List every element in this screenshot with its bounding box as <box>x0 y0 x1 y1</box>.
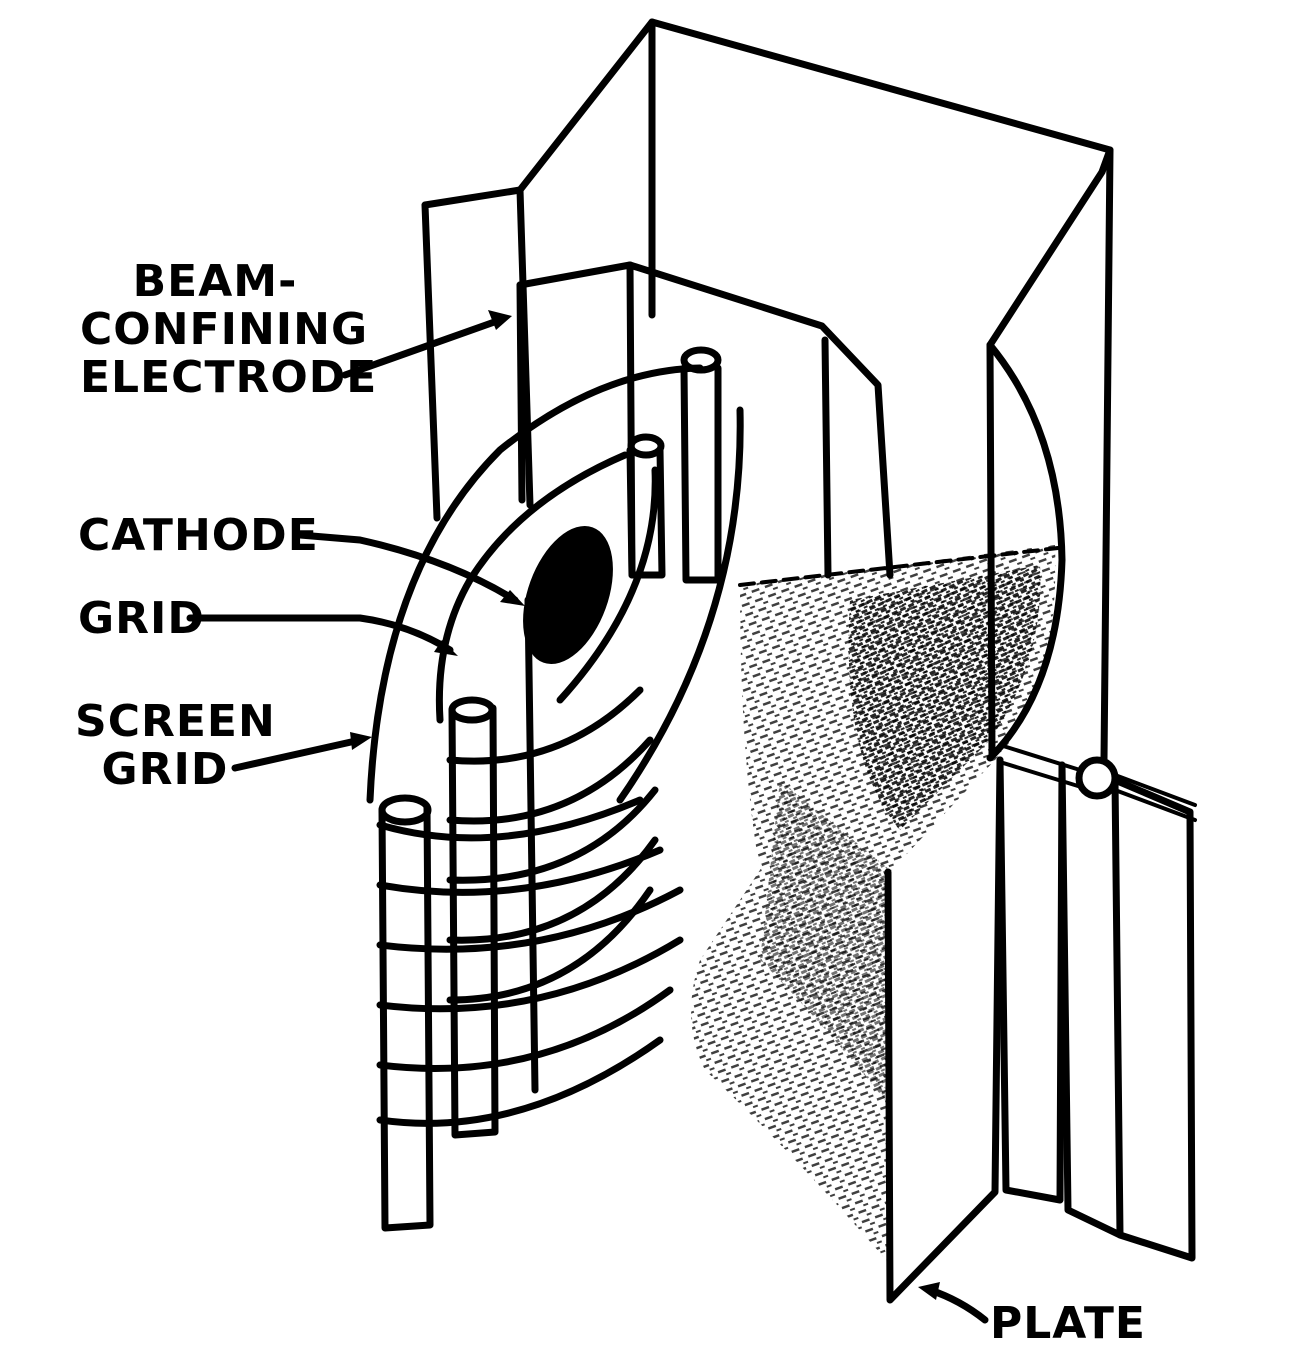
cathode <box>523 525 613 1094</box>
label-screen-line1: SCREEN <box>75 696 276 747</box>
control-grid <box>435 433 666 1139</box>
cathode-arrow <box>296 531 519 604</box>
label-screen-line2: GRID <box>101 744 229 795</box>
label-beam-confining-electrode: BEAM- CONFINING ELECTRODE <box>80 256 378 403</box>
label-cathode: CATHODE <box>78 510 319 561</box>
label-plate: PLATE <box>990 1298 1146 1349</box>
label-beam-line3: ELECTRODE <box>80 352 378 403</box>
beam-confining-electrode <box>421 18 1114 764</box>
leader-lines <box>186 310 989 1324</box>
plate-arrow <box>926 1286 989 1324</box>
plate <box>884 743 1197 1304</box>
label-beam-line2: CONFINING <box>80 304 369 355</box>
electron-beam <box>691 545 1060 1262</box>
beam-electrode-arrow <box>341 316 504 379</box>
label-screen-grid: SCREEN GRID <box>75 696 276 795</box>
grid-arrow <box>186 614 454 654</box>
label-beam-line1: BEAM- <box>132 256 298 307</box>
label-grid: GRID <box>78 593 205 644</box>
screen-grid <box>366 346 744 1232</box>
screen-grid-arrow <box>231 736 364 772</box>
